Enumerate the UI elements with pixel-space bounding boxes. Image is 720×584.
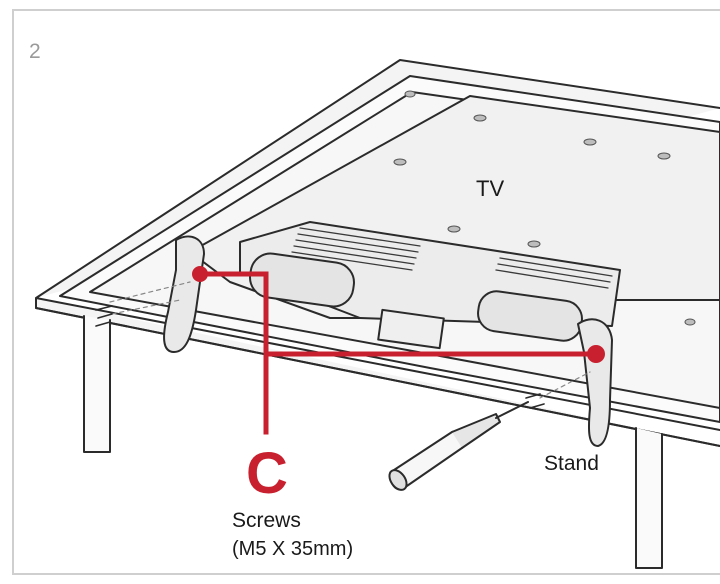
part-letter-label: C [246,441,288,506]
stand-label: Stand [544,452,599,475]
step-number: 2 [29,40,41,63]
screwdriver-icon [388,401,529,491]
callout-line-left [197,271,269,435]
table-leg-right [635,427,663,569]
screw-spec-label: (M5 X 35mm) [232,538,354,560]
mounting-holes [393,90,696,326]
tv-label: TV [476,176,505,201]
callout-dot-left [192,266,208,282]
vent-right [495,257,613,289]
screw-icon [95,305,545,409]
step-frame [12,9,720,575]
screw-guide-lines [109,281,591,399]
connector-block [377,308,445,350]
stand-left [163,235,205,353]
callout-dot-right [587,345,605,363]
vent-left [291,227,421,271]
table-leg-left [83,315,111,453]
screws-label: Screws [232,509,301,532]
